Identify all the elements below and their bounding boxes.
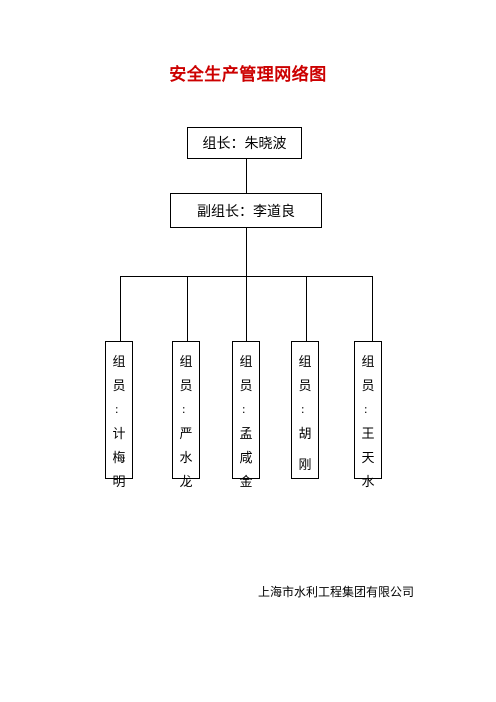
member-5-char: 天 — [361, 451, 375, 466]
member-3-char: 金 — [239, 475, 253, 490]
member-1-char: 计 — [112, 427, 126, 442]
member-box-2: 组 员 ： 严 水 龙 — [172, 341, 200, 490]
deputy-box: 副组长：李道良 — [170, 193, 322, 228]
member-4-char: 员 — [298, 379, 312, 394]
member-5-char: 组 — [361, 355, 375, 370]
member-2-char: 水 — [179, 451, 193, 466]
member-5-char: 水 — [361, 475, 375, 490]
member-2-char: 龙 — [179, 475, 193, 490]
connector-member-1 — [120, 276, 121, 341]
member-2-char: 员 — [179, 379, 193, 394]
member-3-char: 员 — [239, 379, 253, 394]
member-1-char: 明 — [112, 475, 126, 490]
member-box-4: 组 员 ： 胡 刚 — [291, 341, 319, 479]
member-4-char: 胡 — [298, 427, 312, 442]
connector-deputy-bus — [246, 228, 247, 276]
member-1-char: ： — [114, 406, 124, 416]
member-1-char: 组 — [112, 355, 126, 370]
member-3-char: 咸 — [239, 451, 253, 466]
member-2-char: 严 — [179, 427, 193, 442]
member-3-char: 孟 — [239, 427, 253, 442]
member-2-char: 组 — [179, 355, 193, 370]
member-4-char: ： — [300, 406, 310, 416]
company-name: 上海市水利工程集团有限公司 — [258, 585, 415, 599]
leader-box: 组长：朱晓波 — [187, 127, 302, 159]
connector-leader-deputy — [246, 159, 247, 193]
leader-label: 组长：朱晓波 — [202, 136, 287, 152]
member-1-char: 梅 — [112, 451, 126, 466]
member-1-char: 员 — [112, 379, 126, 394]
deputy-label: 副组长：李道良 — [197, 203, 295, 220]
member-2-char: ： — [181, 406, 191, 416]
member-3-char: ： — [241, 406, 251, 416]
connector-member-4 — [306, 276, 307, 341]
member-5-char: 员 — [361, 379, 375, 394]
connector-member-2 — [187, 276, 188, 341]
connector-member-5 — [372, 276, 373, 341]
member-box-5: 组 员 ： 王 天 水 — [354, 341, 382, 490]
page-title: 安全生产管理网络图 — [169, 65, 327, 85]
member-3-char: 组 — [239, 355, 253, 370]
member-5-char: 王 — [361, 427, 375, 442]
member-4-char: 组 — [298, 355, 312, 370]
member-box-3: 组 员 ： 孟 咸 金 — [232, 341, 260, 490]
member-box-1: 组 员 ： 计 梅 明 — [105, 341, 133, 490]
member-5-char: ： — [363, 406, 373, 416]
connector-member-3 — [246, 276, 247, 341]
member-4-char: 刚 — [298, 458, 312, 473]
